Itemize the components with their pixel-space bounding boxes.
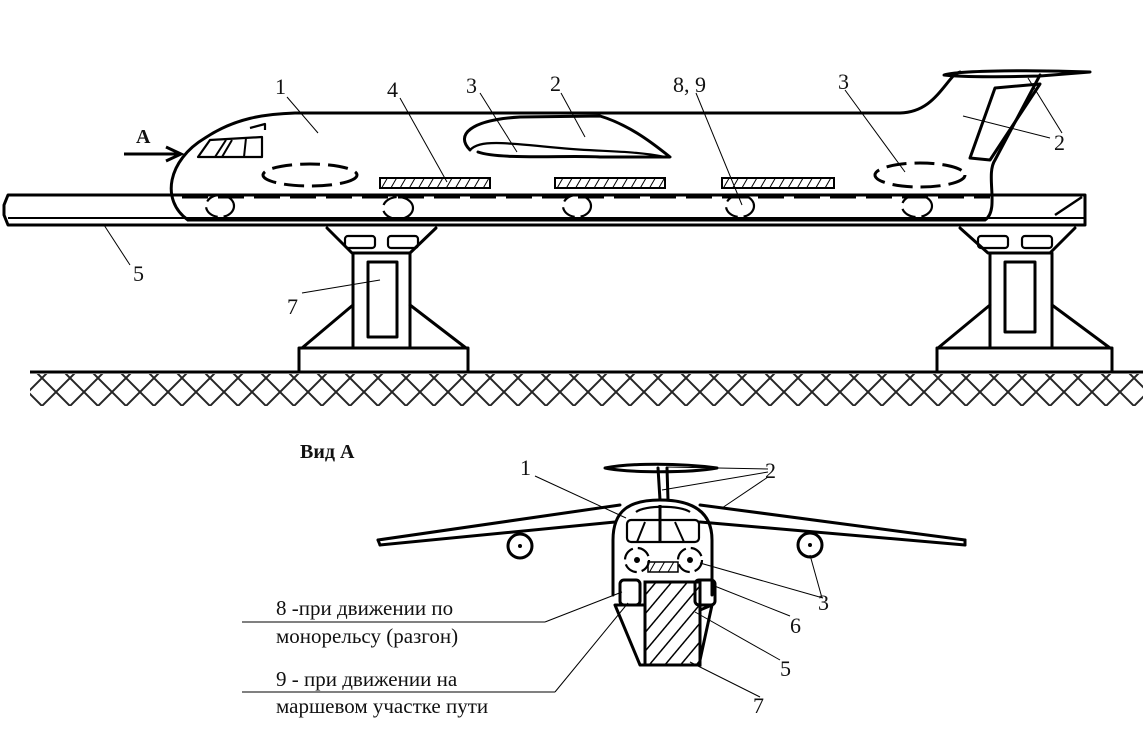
- callout-tail: 2: [1054, 130, 1065, 155]
- callout-wing: 2: [550, 71, 561, 96]
- ground: [30, 370, 1143, 406]
- engine-right-outer: [796, 531, 824, 559]
- front-view: Вид А: [242, 441, 967, 718]
- legend-9-line2: маршевом участке пути: [276, 694, 488, 718]
- front-tail: [603, 462, 719, 502]
- legend-8-line1: 8 -при движении по: [276, 596, 453, 620]
- front-callout-rail: 5: [780, 656, 791, 681]
- rail-grips: [379, 177, 835, 189]
- support-pillar-right: [935, 226, 1114, 374]
- front-leader-lines: [242, 466, 824, 698]
- front-callout-pillar: 7: [753, 693, 764, 718]
- legend-8-line2: монорельсу (разгон): [276, 624, 458, 648]
- engine-left-outer: [506, 532, 534, 560]
- front-callout-grip: 6: [790, 613, 801, 638]
- callout-wheels: 8, 9: [673, 72, 706, 97]
- wheels: [204, 193, 934, 221]
- front-callout-tail-wing: 2: [765, 458, 776, 483]
- direction-label: A: [136, 126, 151, 148]
- front-rail-pillar: [613, 580, 714, 667]
- side-leader-lines: [103, 77, 1063, 294]
- callout-monorail: 5: [133, 261, 144, 286]
- front-callout-engines: 3: [818, 590, 829, 615]
- wing: [463, 114, 672, 159]
- front-callout-fuselage: 1: [520, 455, 531, 480]
- wheel-mode-legend: 8 -при движении по монорельсу (разгон) 9…: [276, 596, 488, 718]
- front-wings: [376, 503, 967, 547]
- engine-front: [261, 162, 359, 188]
- front-view-title: Вид А: [300, 441, 355, 463]
- callout-fuselage: 1: [275, 74, 286, 99]
- callout-rail-grip: 4: [387, 77, 398, 102]
- callout-engine: 3: [466, 73, 477, 98]
- front-fuselage: [611, 498, 714, 597]
- fuselage: [169, 70, 1042, 222]
- view-direction-arrow: A: [124, 126, 185, 163]
- support-pillar-left: [297, 226, 470, 374]
- tail-fin: [942, 69, 1092, 162]
- legend-9-line1: 9 - при движении на: [276, 667, 458, 691]
- callout-engine-rear: 3: [838, 69, 849, 94]
- callout-pillar: 7: [287, 294, 298, 319]
- engine-rear: [873, 161, 967, 189]
- side-view: A 1 4 3 2 8, 9 3 2 5 7: [2, 69, 1143, 406]
